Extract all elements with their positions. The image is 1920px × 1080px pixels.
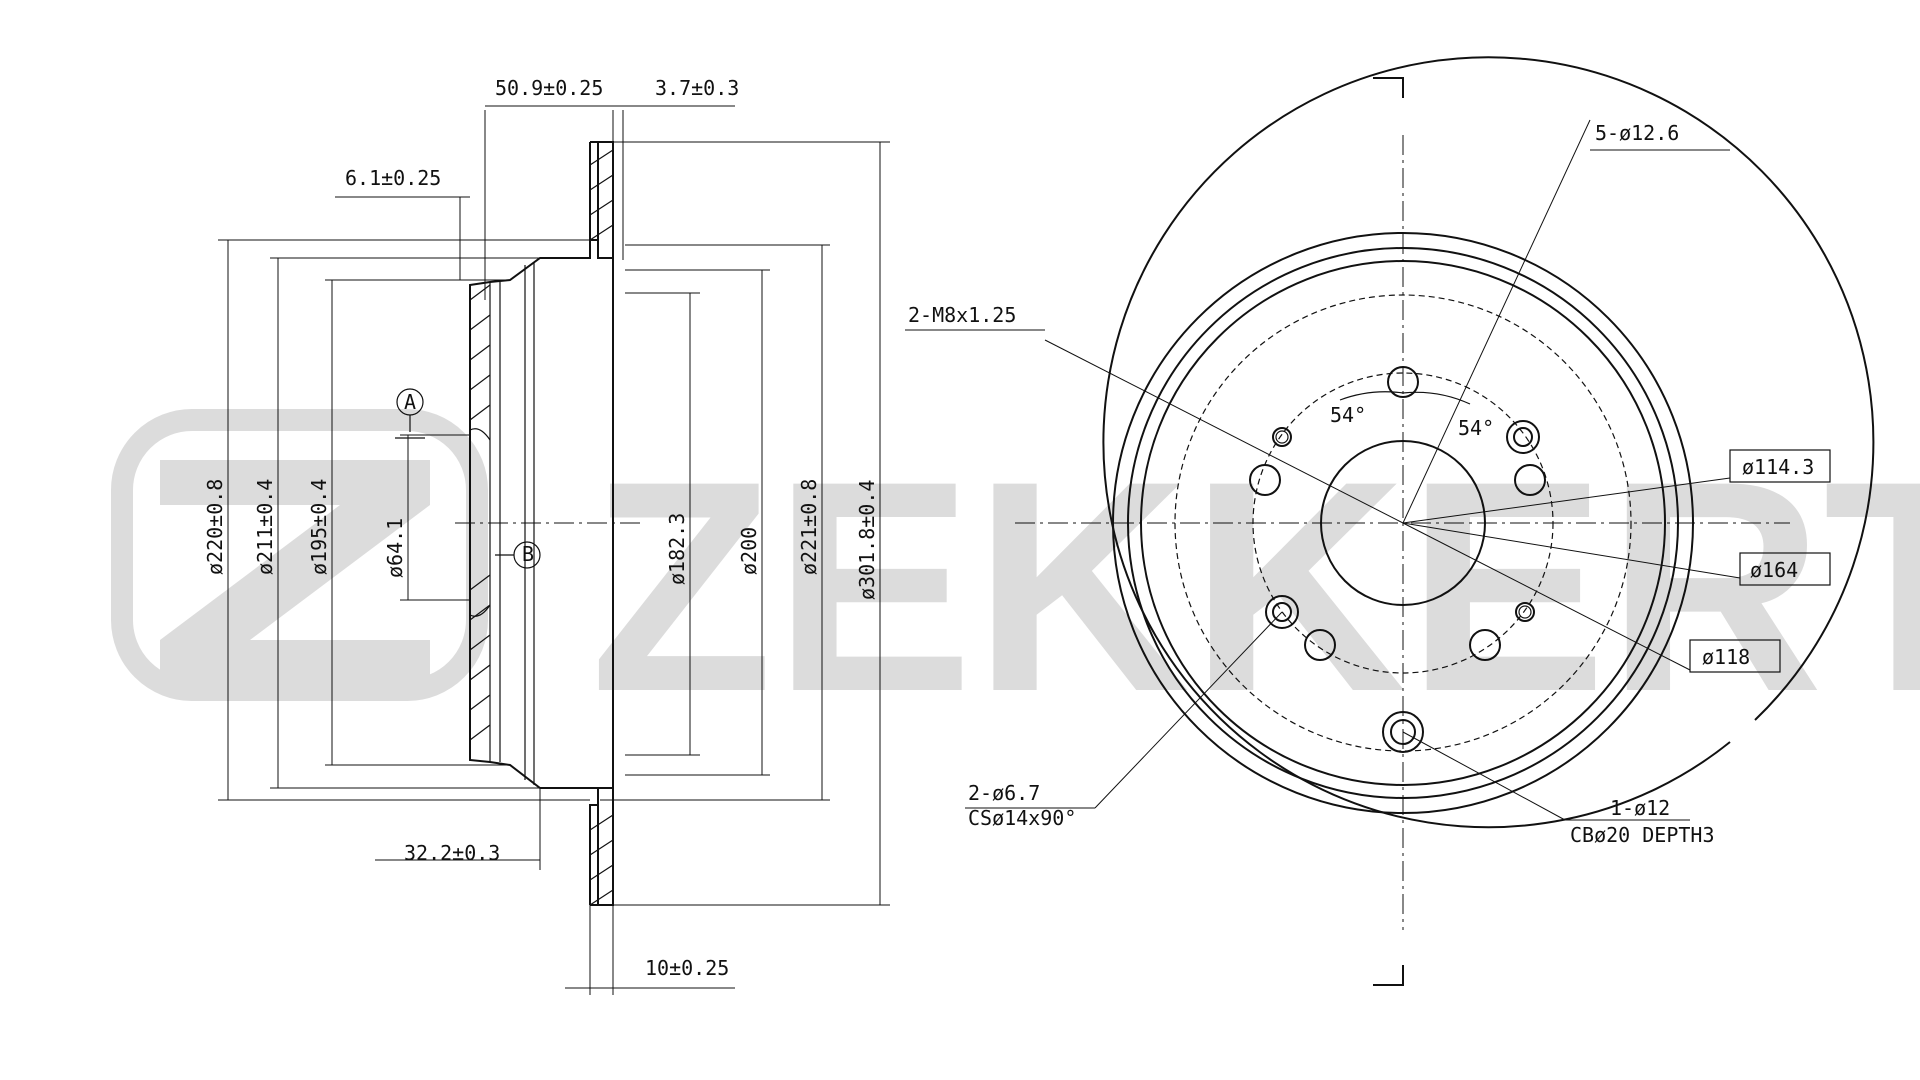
label-angle-right: 54° — [1458, 416, 1494, 440]
label-164: ø164 — [1750, 558, 1798, 582]
dim-182: ø182.3 — [665, 513, 689, 585]
bolt-holes — [1249, 366, 1546, 661]
label-cb-hole: 1-ø12 — [1610, 796, 1670, 820]
tag-a: A — [404, 390, 416, 414]
dim-211: ø211±0.4 — [253, 479, 277, 575]
label-angle-left: 54° — [1330, 403, 1366, 427]
label-cs-spec: CSø14x90° — [968, 806, 1076, 830]
dim-200: ø200 — [737, 527, 761, 575]
label-cs-holes: 2-ø6.7 — [968, 781, 1040, 805]
dim-64: ø64.1 — [383, 518, 407, 578]
dim-301: ø301.8±0.4 — [855, 480, 879, 600]
dim-total-width: 50.9±0.25 — [495, 76, 603, 100]
dim-195: ø195±0.4 — [307, 479, 331, 575]
tag-b: B — [522, 542, 534, 566]
dim-10: 10±0.25 — [645, 956, 729, 980]
dim-32-2: 32.2±0.3 — [404, 841, 500, 865]
section-hatching — [469, 149, 614, 906]
label-118: ø118 — [1702, 645, 1750, 669]
label-cb-spec: CBø20 DEPTH3 — [1570, 823, 1715, 847]
watermark-text: ZEKKERT — [590, 418, 1920, 754]
watermark-logo: ZEKKERT — [111, 409, 1920, 754]
side-section-view: 50.9±0.25 3.7±0.3 6.1±0.25 32.2±0.3 10±0… — [203, 76, 890, 995]
dim-hub-thickness: 3.7±0.3 — [655, 76, 739, 100]
label-pcd: ø114.3 — [1742, 455, 1814, 479]
label-thread: 2-M8x1.25 — [908, 303, 1016, 327]
dim-221: ø221±0.8 — [797, 479, 821, 575]
front-view: 5-ø12.6 2-M8x1.25 54° 54° ø114.3 ø164 ø1… — [905, 56, 1875, 986]
dim-220: ø220±0.8 — [203, 479, 227, 575]
label-5-holes: 5-ø12.6 — [1595, 121, 1679, 145]
dim-6-1: 6.1±0.25 — [345, 166, 441, 190]
